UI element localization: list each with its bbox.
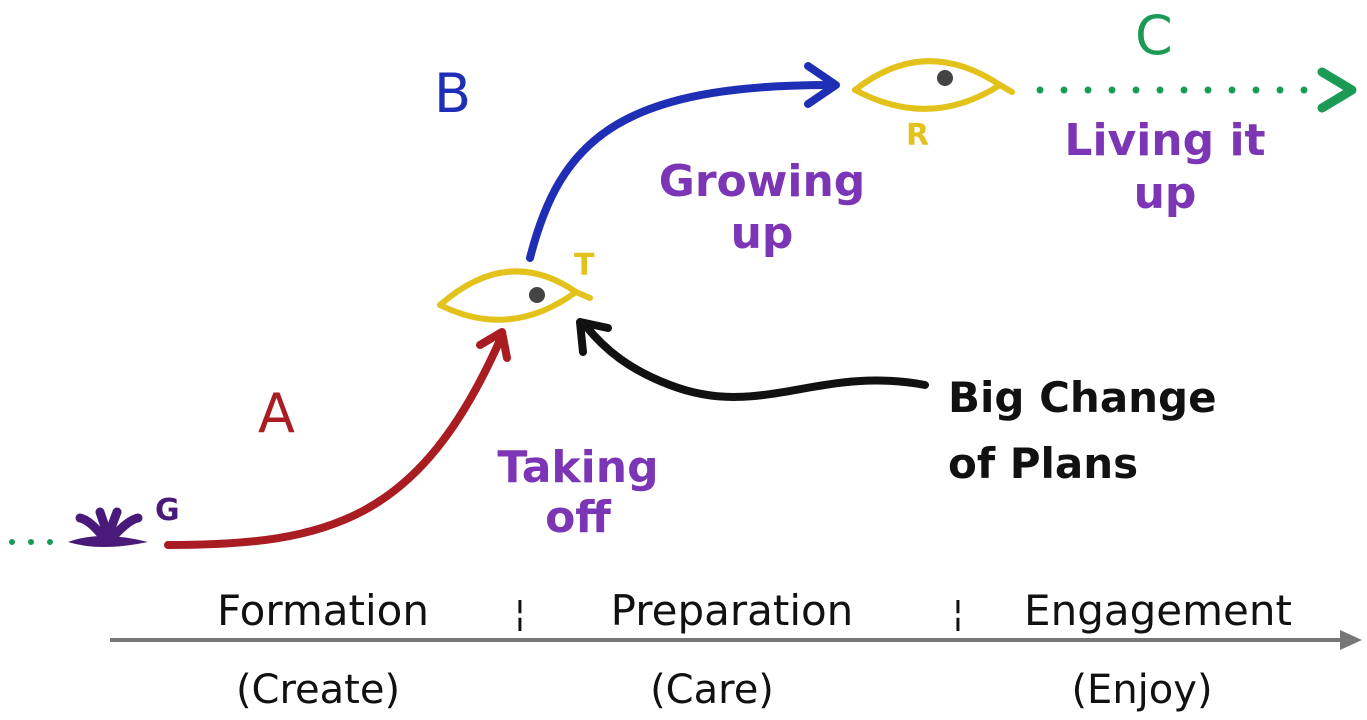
path-c-letter: C [1135,4,1173,67]
stage-t-letter: T [574,248,595,283]
stage-g-letter: G [155,493,180,528]
path-b-label-line2: up [731,208,794,259]
path-a-arrow [164,336,504,549]
path-c-label-line1: Living it [1064,115,1265,166]
callout-arrowhead [576,318,612,356]
path-b-arrowhead [804,62,840,108]
stage-r-letter: R [906,118,929,153]
phase-formation-sub: (Create) [236,667,400,713]
callout-line2: of Plans [948,439,1138,488]
callout-line1: Big Change [948,373,1217,422]
path-b-letter: B [434,62,471,125]
phase-preparation-name: Preparation [611,586,854,635]
phase-preparation-sub: (Care) [650,667,774,713]
path-a-arrowhead [476,328,511,362]
path-b-label-line1: Growing [659,156,866,207]
eye-icon-r [852,58,1015,112]
eye-icon-t [437,268,593,323]
phase-separator-2: ¦ [952,593,964,634]
phase-engagement-name: Engagement [1024,586,1292,635]
sprout-icon [68,507,148,547]
path-a-letter: A [258,382,295,445]
path-b-arrow [526,81,834,262]
path-a-label-line2: off [545,492,612,543]
phase-engagement-sub: (Enjoy) [1071,667,1212,713]
path-a-label-line1: Taking [497,442,658,493]
path-c-arrowhead [1317,67,1357,113]
phase-separator-1: ¦ [514,593,526,634]
callout-arrow [581,321,929,401]
phase-formation-name: Formation [217,586,429,635]
timeline-axis-arrowhead [1340,630,1362,650]
path-c-label-line2: up [1134,168,1197,219]
